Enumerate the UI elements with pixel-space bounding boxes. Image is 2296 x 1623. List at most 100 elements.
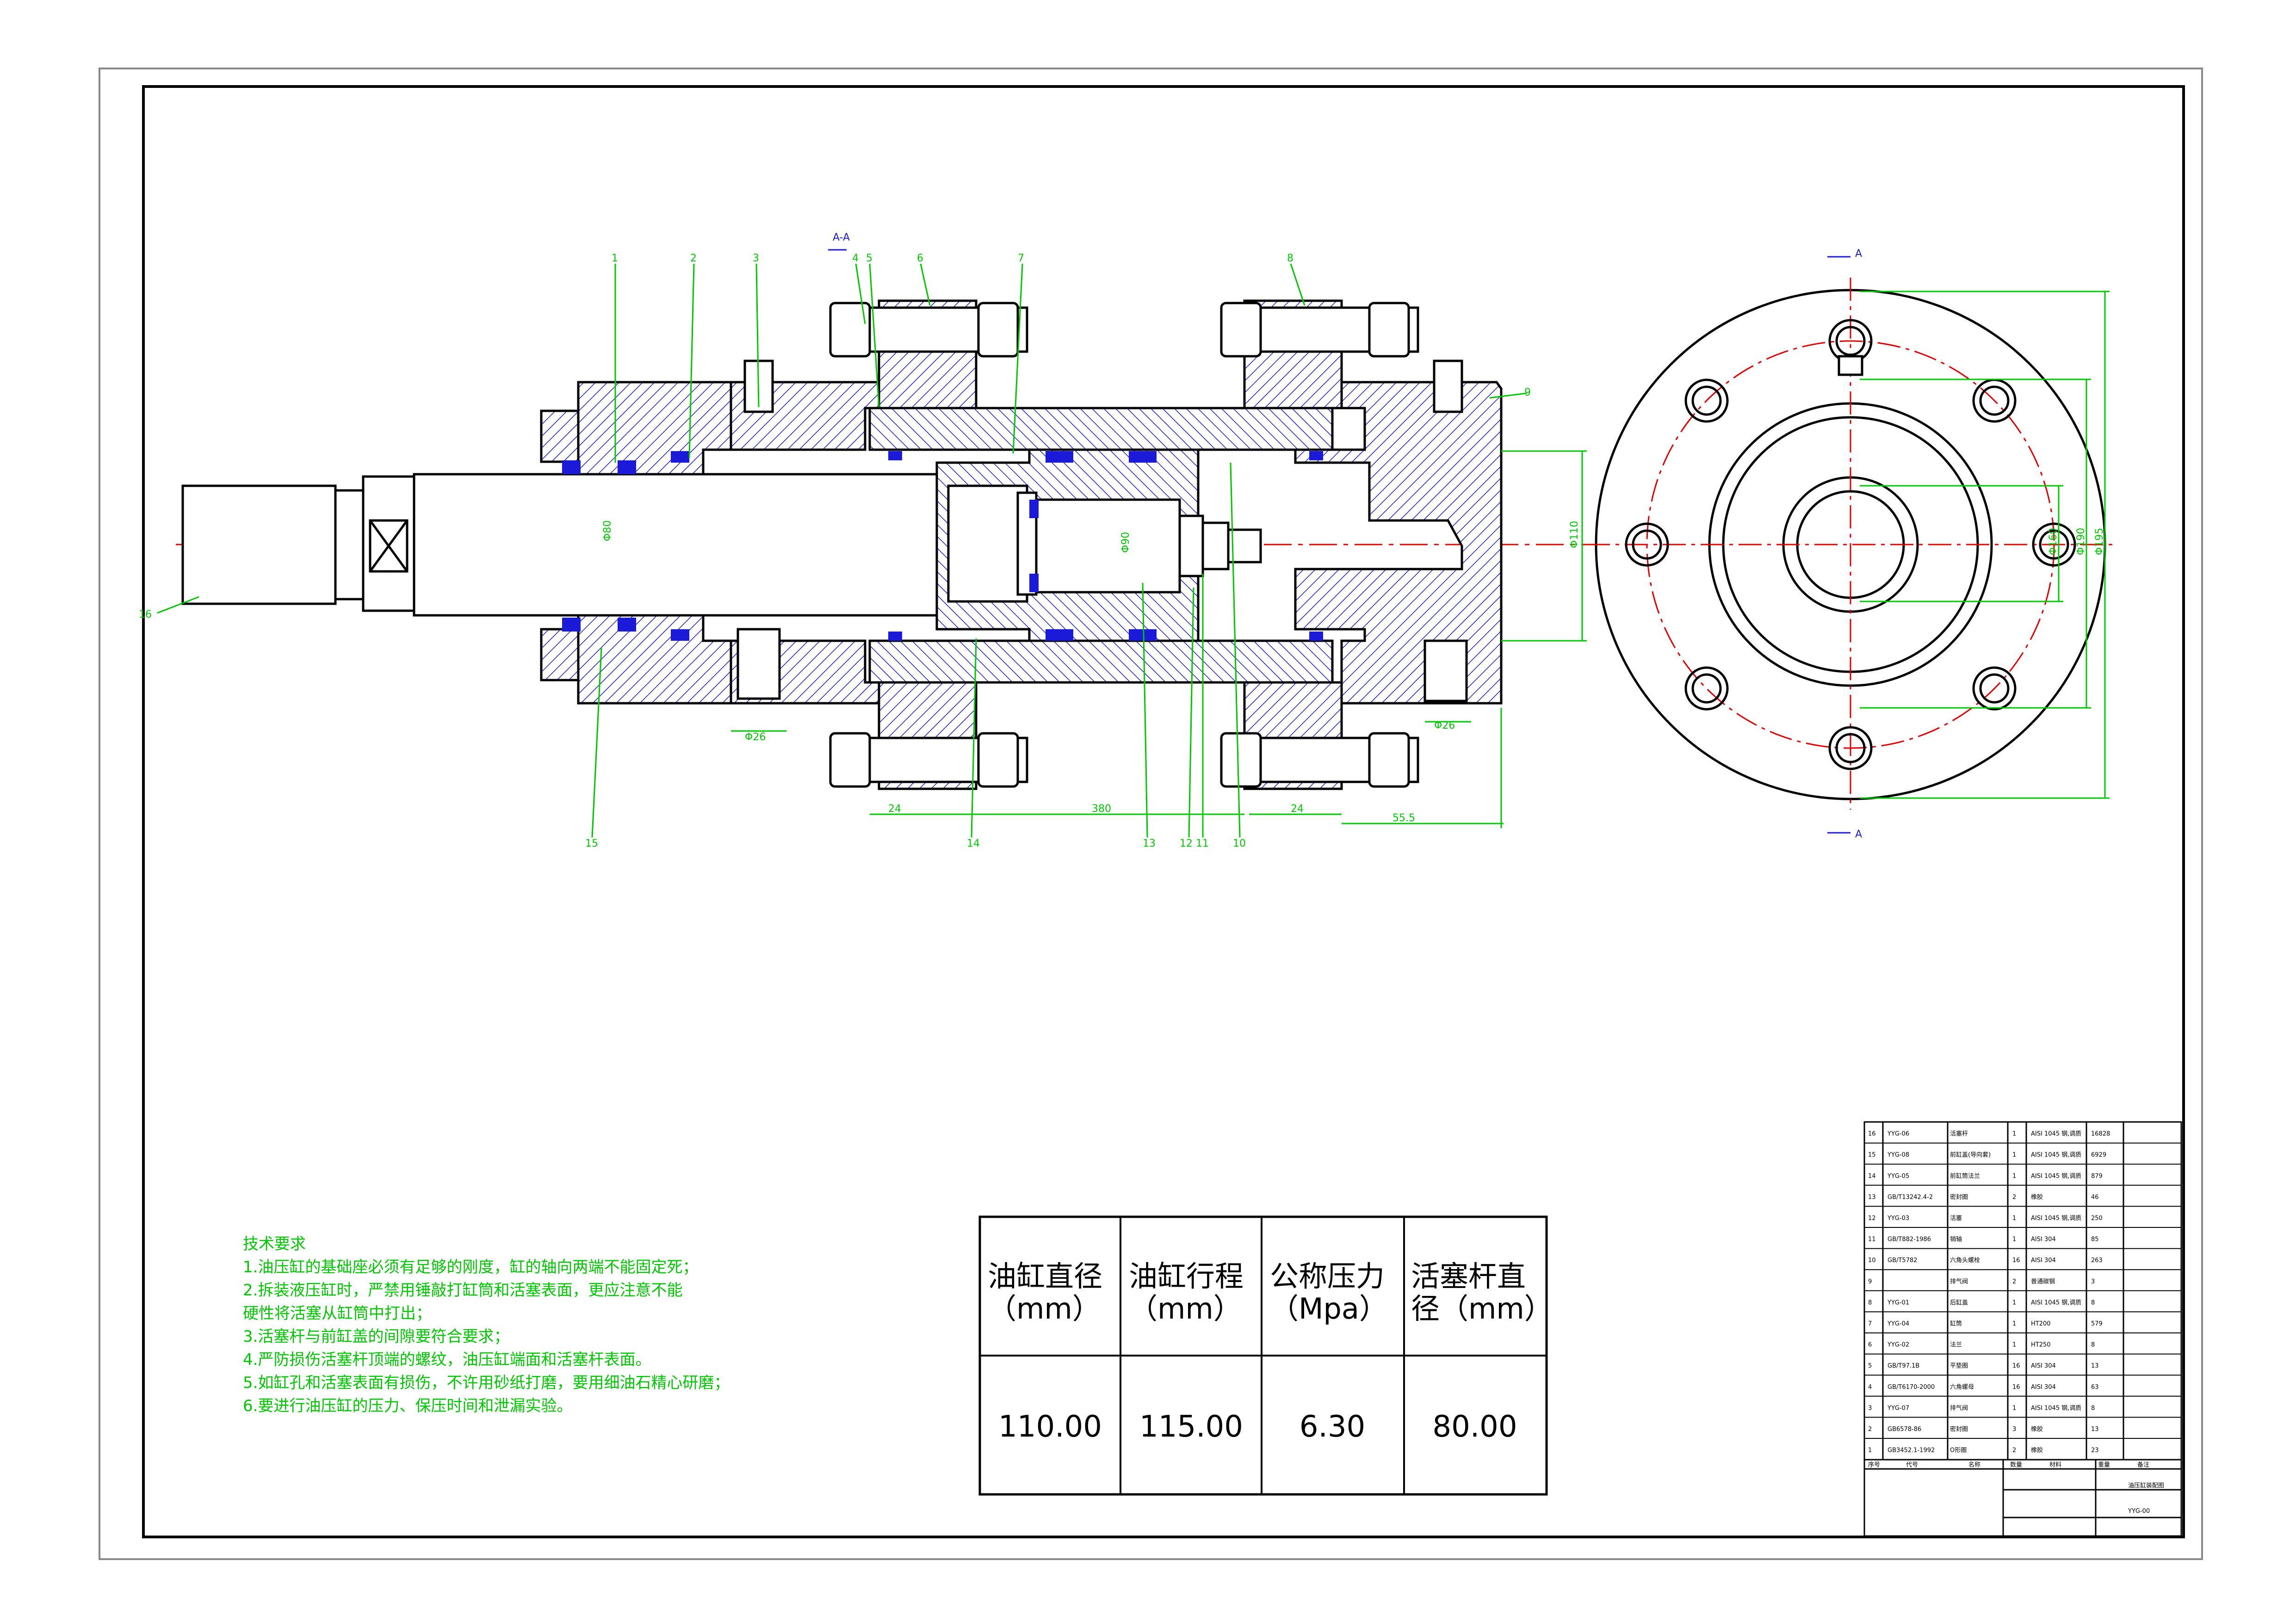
param-h2b: （mm） [1129,1292,1242,1326]
bom-cell: GB/T5782 [1888,1257,1917,1264]
port-left [736,628,781,700]
bom-cell: 6929 [2091,1152,2106,1158]
leader-2: 2 [690,253,697,264]
bom-cell: 16 [2012,1257,2020,1264]
bom-cell: 1 [2012,1236,2016,1243]
param-v3: 6.30 [1300,1410,1366,1444]
bom-cell: 1 [2012,1173,2016,1180]
tech-line-2: 2.拆装液压缸时，严禁用锤敲打缸筒和活塞表面，更应注意不能 [243,1281,682,1300]
leader-11: 11 [1196,838,1209,849]
bom-cell: AISI 304 [2031,1384,2056,1391]
bom-cell: 263 [2091,1257,2103,1264]
bom-cell: 1 [2012,1215,2016,1222]
bom-header-code: 代号 [1906,1462,1918,1468]
bom-cell: YYG-05 [1887,1173,1909,1180]
bom-cell: 2 [1868,1426,1872,1433]
bom-table [1863,1121,2182,1537]
bom-cell: GB/T13242.4-2 [1888,1194,1933,1201]
bom-cell: 15 [1868,1152,1876,1158]
bom-header-mat: 材料 [2049,1462,2061,1468]
leader-16: 16 [139,609,152,620]
bom-cell: 46 [2091,1194,2099,1201]
tech-line-6: 5.如缸孔和活塞表面有损伤，不许用砂纸打磨，要用细油石精心研磨； [243,1374,730,1392]
tech-line-1: 1.油压缸的基础座必须有足够的刚度，缸的轴向两端不能固定死； [243,1258,698,1276]
param-h1b: （mm） [988,1292,1101,1326]
tech-requirements: 技术要求 1.油压缸的基础座必须有足够的刚度，缸的轴向两端不能固定死； 2.拆装… [243,1235,730,1415]
dim-port-right: Φ26 [1434,720,1455,731]
bom-cell: 1 [2012,1299,2016,1306]
bom-cell: 8 [2091,1405,2095,1412]
front-gland [577,381,732,476]
section-leaders [157,249,1587,838]
bom-cell: AISI 304 [2031,1363,2056,1369]
bom-cell: GB6578-86 [1888,1426,1921,1433]
leader-5: 5 [866,253,873,264]
dim-port-left: Φ26 [745,731,766,743]
bom-cell: 12 [1868,1215,1876,1222]
param-v2: 115.00 [1139,1410,1243,1444]
barrel-top [868,407,1334,451]
bom-cell: AISI 1045 钢,调质 [2031,1405,2081,1412]
bom-cell: 六角头螺栓 [1950,1257,1980,1264]
bom-cell: 16 [1868,1131,1876,1138]
end-view-dims [1827,256,2110,834]
bom-cell: 法兰 [1950,1342,1962,1349]
leader-number-labels: 1 2 3 4 5 6 7 8 9 16 15 14 13 12 11 10 A… [139,232,1580,849]
view-mark-top: A [1855,248,1862,260]
bom-cell: 前缸盖(导向套) [1950,1151,1991,1158]
dim-24-left: 24 [888,803,901,815]
bom-cell: AISI 1045 钢,调质 [2031,1215,2081,1222]
leader-3: 3 [753,253,759,264]
leader-4: 4 [852,253,859,264]
bom-cell: AISI 1045 钢,调质 [2031,1152,2081,1158]
bom-cell: 橡胶 [2031,1447,2043,1454]
bom-cell: 密封圈 [1950,1193,1968,1201]
bom-cell: HT250 [2031,1342,2051,1349]
bom-cell: 排气阀 [1950,1404,1968,1412]
bom-cell: 普通碳钢 [2031,1278,2055,1285]
bom-cell: 23 [2091,1447,2099,1454]
bom-cell: 14 [1868,1173,1876,1180]
bom-cell: YYG-03 [1887,1215,1909,1222]
bom-cell: 3 [1868,1405,1872,1412]
rear-head [1294,381,1503,705]
bom-cell: 六角螺母 [1950,1384,1974,1391]
bleed-valve-right [1433,359,1463,413]
bom-cell: YYG-02 [1887,1342,1909,1349]
bom-cell: 活塞 [1950,1214,1962,1222]
bom-cell: 3 [2012,1426,2016,1433]
dim-rod: Φ80 [602,520,613,541]
bom-cell: GB/T882-1986 [1888,1236,1931,1243]
bom-cell: AISI 1045 钢,调质 [2031,1131,2081,1138]
bom-cell: 2 [2012,1447,2016,1454]
bom-cell: YYG-08 [1887,1152,1909,1158]
end-view [1587,278,2114,810]
port-right [1423,639,1468,702]
seals [562,451,1323,641]
bom-cell: 后缸盖 [1950,1299,1968,1306]
section-view [176,299,1619,790]
bom-cell: 3 [2091,1278,2095,1285]
bom-cell: 2 [2012,1194,2016,1201]
tech-title: 技术要求 [243,1235,306,1253]
leader-8: 8 [1287,253,1293,264]
bom-header-qty: 数量 [2010,1462,2022,1468]
bom-cell: 13 [2091,1426,2099,1433]
bom-cell: YYG-04 [1887,1320,1909,1327]
inner-frame [142,85,2185,1538]
rod-thread [181,484,337,605]
bom-cell: 16828 [2091,1131,2110,1138]
bom-cell: 7 [1868,1320,1872,1327]
bom-cell: 8 [2091,1299,2095,1306]
bom-cell: AISI 304 [2031,1236,2056,1243]
bom-cell: 密封圈 [1950,1425,1968,1433]
leader-1: 1 [612,253,618,264]
bom-cell: 1 [2012,1405,2016,1412]
bom-cell: 879 [2091,1173,2103,1180]
leader-15: 15 [585,838,598,849]
bom-cell: 16 [2012,1384,2020,1391]
bom-cell: 1 [1868,1447,1872,1454]
bom-cell: 平垫圈 [1950,1362,1968,1369]
bom-cell: 250 [2091,1215,2103,1222]
bom-cell: 4 [1868,1384,1872,1391]
